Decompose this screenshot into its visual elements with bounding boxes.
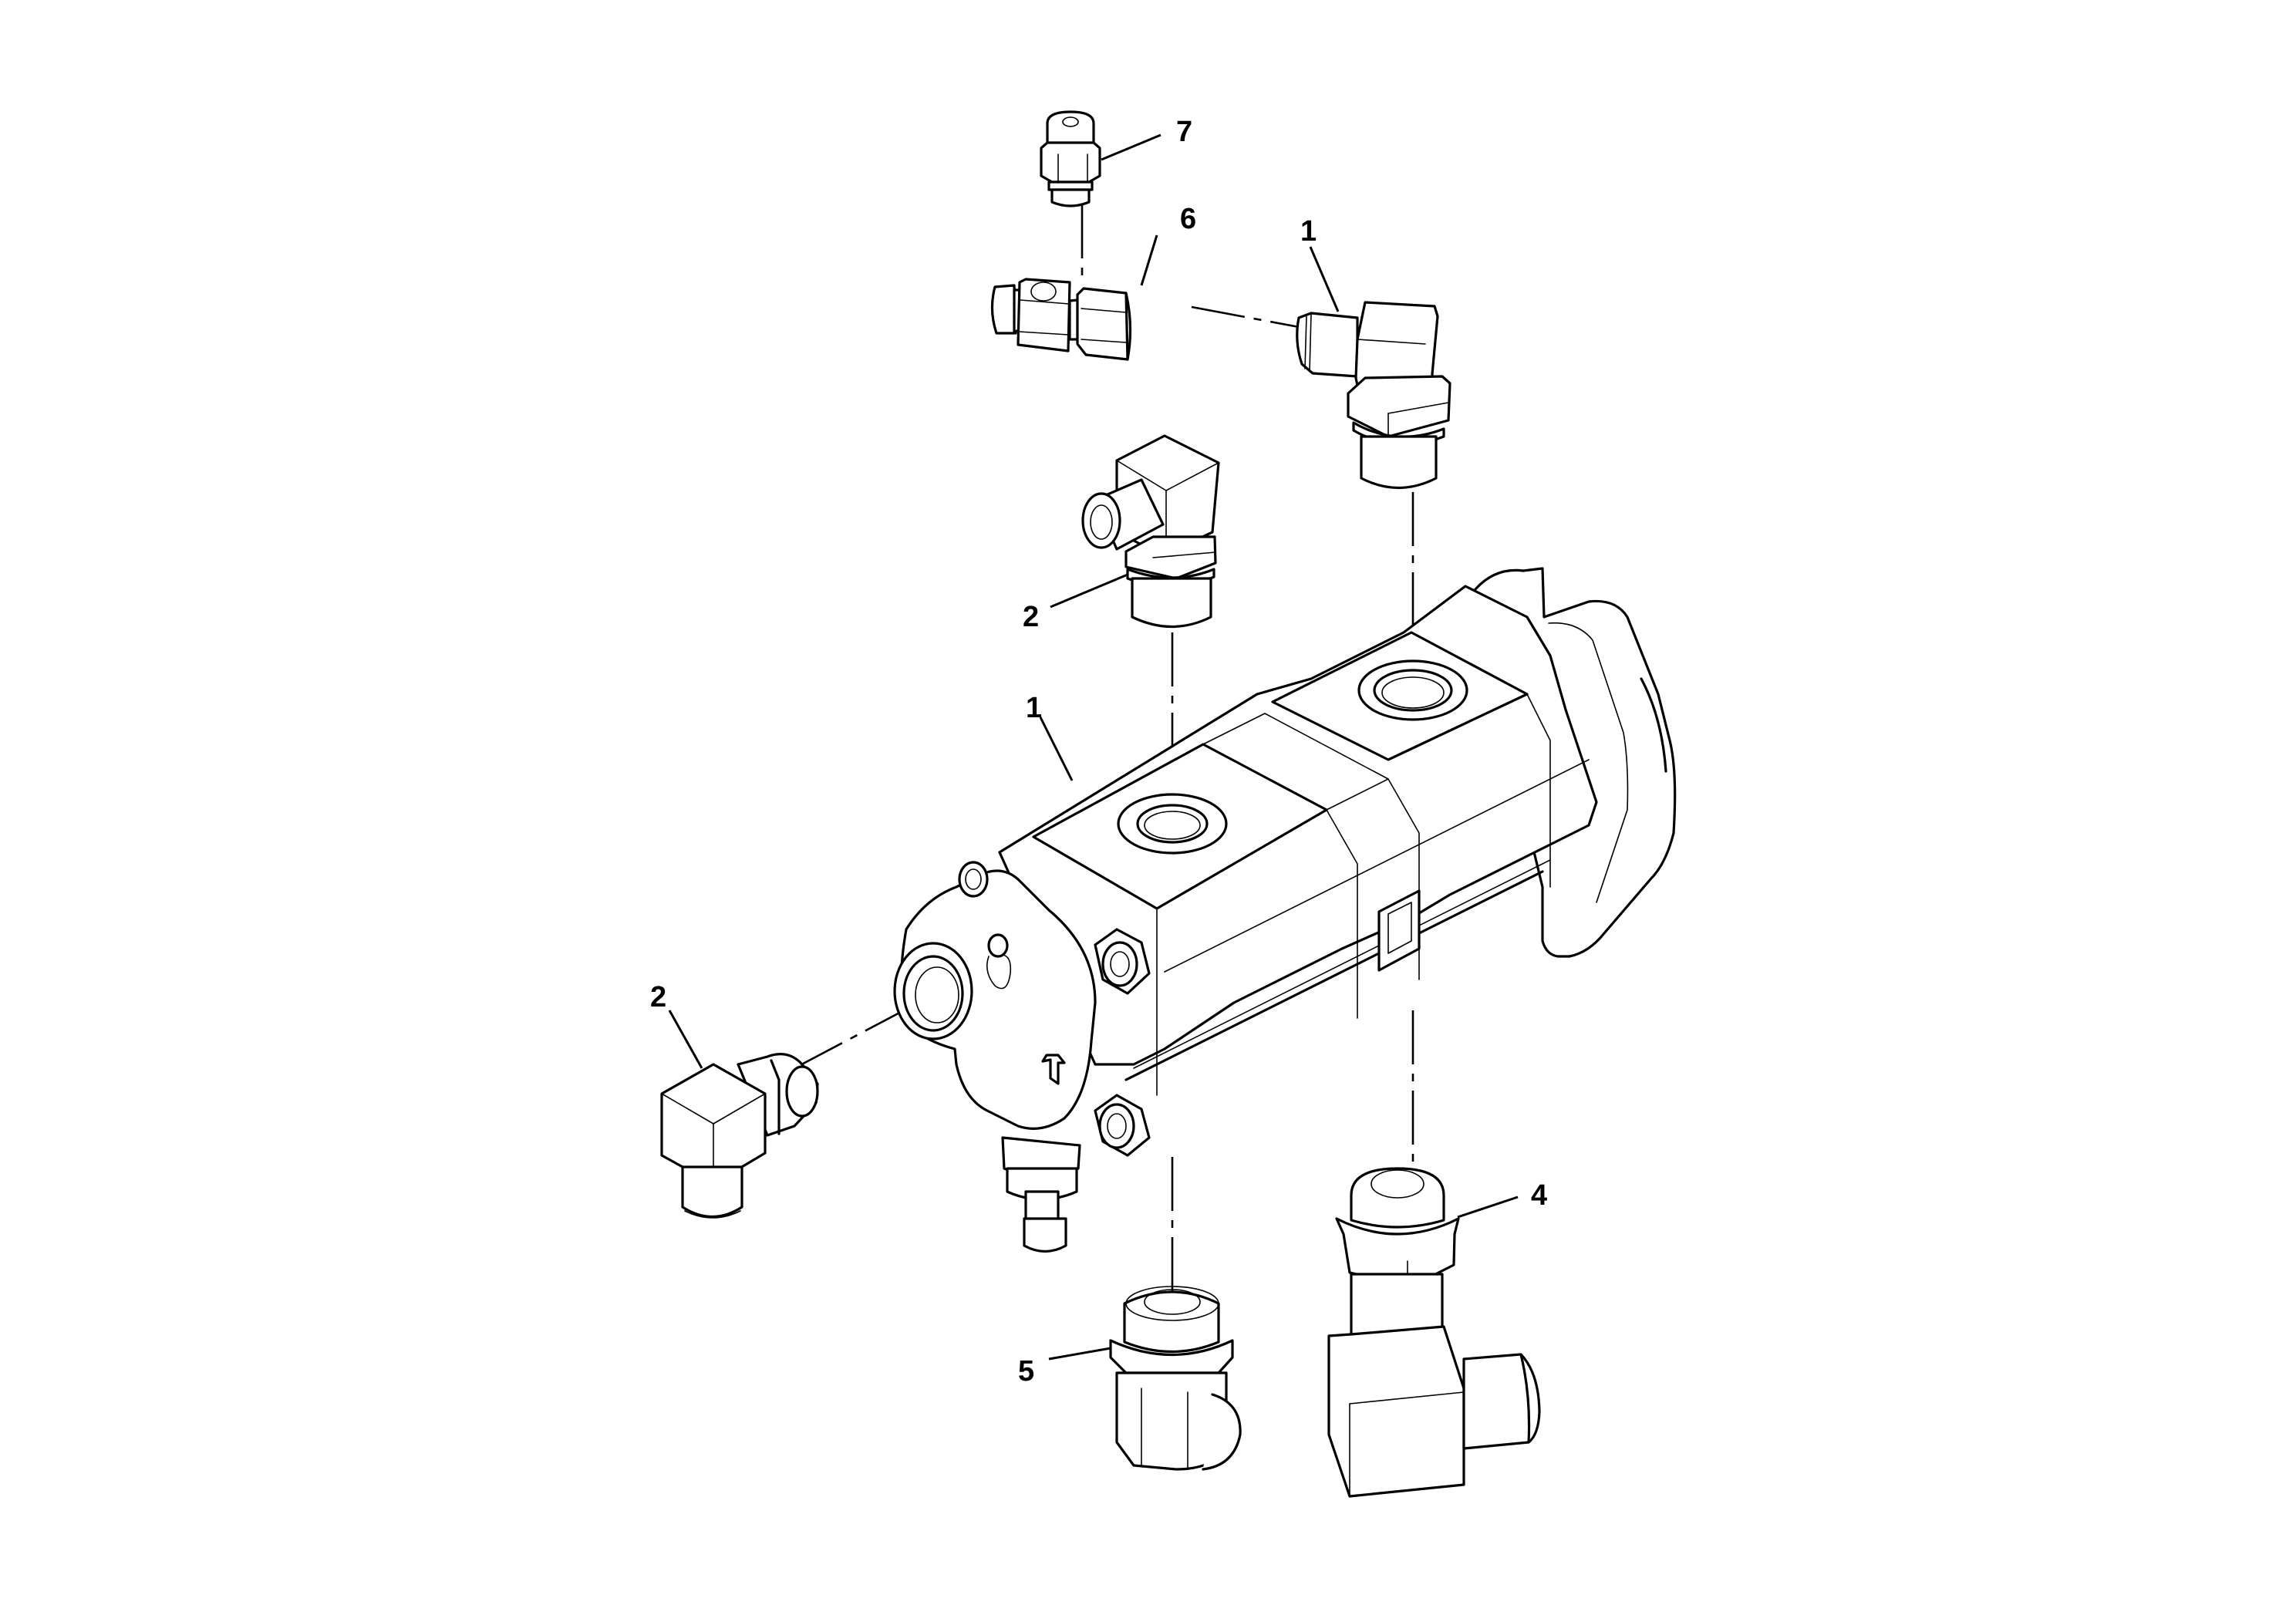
part-4-elbow-bottom-rear[interactable] [1327, 1167, 1541, 1498]
part-2-elbow-front[interactable] [1081, 434, 1220, 628]
callout-6: 6 [1180, 203, 1196, 235]
callout-4: 4 [1531, 1179, 1547, 1212]
callout-2-front: 2 [1023, 601, 1039, 633]
callout-5: 5 [1018, 1355, 1034, 1388]
callout-1: 1 [1026, 692, 1042, 724]
pump-drain-fitting [1001, 1136, 1081, 1253]
part-7-test-point[interactable] [1040, 110, 1101, 207]
callout-7: 7 [1176, 116, 1192, 148]
part-1-pump-body[interactable] [893, 567, 1677, 1157]
callout-2-upper: 1 [1300, 215, 1317, 248]
callout-labels: 7 6 1 2 1 2 4 5 [650, 116, 1547, 1388]
part-2-elbow-upper[interactable] [1296, 301, 1451, 489]
part-6-tee-union[interactable] [990, 278, 1132, 361]
part-5-elbow-bottom-front[interactable] [1109, 1286, 1242, 1471]
callout-3: 2 [650, 981, 666, 1013]
part-3-elbow-inlet[interactable] [660, 1053, 819, 1219]
callout-leaders [668, 133, 1519, 1361]
